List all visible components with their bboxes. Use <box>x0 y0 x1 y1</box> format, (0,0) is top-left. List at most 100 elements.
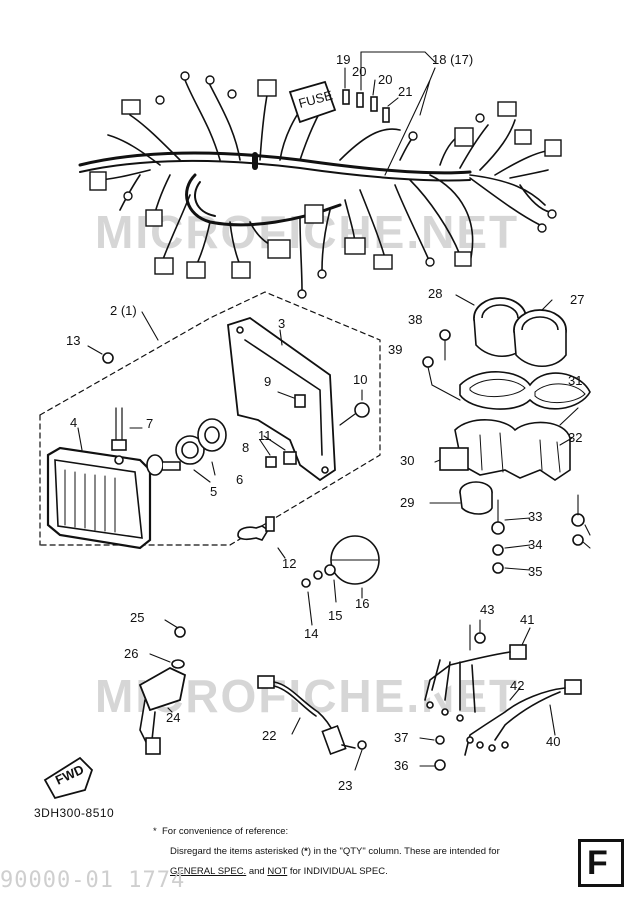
leader-lines-top <box>344 51 436 176</box>
callout-13: 13 <box>66 333 80 348</box>
connector-icon <box>267 239 291 259</box>
fuse-icon <box>342 89 350 105</box>
note-general-spec: GENERAL SPEC. <box>170 866 247 877</box>
connector-icon <box>304 204 324 224</box>
callout-4: 4 <box>70 415 77 430</box>
callout-31: 31 <box>568 373 582 388</box>
callout-15: 15 <box>328 608 342 623</box>
callout-9: 9 <box>264 374 271 389</box>
meter-mount-hardware <box>491 494 591 574</box>
callout-28: 28 <box>428 286 442 301</box>
callout-6: 6 <box>236 472 243 487</box>
callout-37: 37 <box>394 730 408 745</box>
headlight-lens <box>46 446 152 550</box>
callout-30: 30 <box>400 453 414 468</box>
bulb-12 <box>237 516 286 559</box>
callout-34: 34 <box>528 537 542 552</box>
connector-icon <box>257 79 277 97</box>
note-line-2: Disregard the items asterisked (*) in th… <box>170 846 500 857</box>
callout-19: 19 <box>336 52 350 67</box>
socket-7 <box>111 407 143 465</box>
forward-arrow-icon: FWD <box>43 756 94 800</box>
headlight-assembly-frame <box>39 291 381 546</box>
callout-27: 27 <box>570 292 584 307</box>
connector-icon <box>344 237 366 255</box>
callout-16: 16 <box>355 596 369 611</box>
callout-2: 2 (1) <box>110 303 137 318</box>
section-letter-box: F <box>578 839 624 887</box>
grommet-9 <box>277 391 306 408</box>
callout-36: 36 <box>394 758 408 773</box>
callout-39: 39 <box>388 342 402 357</box>
bolt-8-nut-11 <box>259 435 297 468</box>
note-and: and <box>246 866 268 877</box>
note-not: NOT <box>267 866 288 877</box>
note-line-1-text: For convenience of reference: <box>161 826 289 837</box>
connector-icon <box>121 99 141 115</box>
terminal-icon <box>123 191 133 201</box>
callout-12: 12 <box>282 556 296 571</box>
connector-icon <box>154 257 174 275</box>
meter-assembly <box>422 294 591 515</box>
connector-icon <box>497 101 517 117</box>
connector-icon <box>186 261 206 279</box>
callout-38: 38 <box>408 312 422 327</box>
connector-icon <box>454 127 474 147</box>
callout-42: 42 <box>510 678 524 693</box>
headlight-bracket <box>227 317 336 482</box>
fuse-icon <box>370 96 378 112</box>
callout-29: 29 <box>400 495 414 510</box>
note-individual-spec: for INDIVIDUAL SPEC. <box>287 866 388 877</box>
callout-24: 24 <box>166 710 180 725</box>
note-line-2-pre: Disregard the items asterisked ( <box>170 846 305 857</box>
callout-21: 21 <box>398 84 412 99</box>
note-asterisk: * <box>153 826 157 837</box>
callout-25: 25 <box>130 610 144 625</box>
terminal-icon <box>205 75 215 85</box>
callout-18: 18 (17) <box>432 52 473 67</box>
connector-icon <box>514 129 532 145</box>
callout-33: 33 <box>528 509 542 524</box>
callout-20b: 20 <box>378 72 392 87</box>
connector-icon <box>454 251 472 267</box>
connector-icon <box>544 139 562 157</box>
callout-10: 10 <box>353 372 367 387</box>
connector-icon <box>89 171 107 191</box>
terminal-icon <box>408 131 418 141</box>
terminal-icon <box>180 71 190 81</box>
sub-harness <box>424 619 582 756</box>
callout-8: 8 <box>242 440 249 455</box>
callout-14: 14 <box>304 626 318 641</box>
terminal-icon <box>317 269 327 279</box>
relay-24 <box>138 619 187 755</box>
diagram-code: 3DH300-8510 <box>34 806 115 820</box>
terminal-icon <box>227 89 237 99</box>
callout-20a: 20 <box>352 64 366 79</box>
callout-35: 35 <box>528 564 542 579</box>
callout-26: 26 <box>124 646 138 661</box>
callout-43: 43 <box>480 602 494 617</box>
callout-22: 22 <box>262 728 276 743</box>
connector-icon <box>231 261 251 279</box>
note-line-1: * For convenience of reference: <box>153 826 288 837</box>
terminal-icon <box>155 95 165 105</box>
terminal-icon <box>297 289 307 299</box>
terminal-icon <box>475 113 485 123</box>
connector-icon <box>145 209 163 227</box>
note-line-2-star: * <box>304 846 308 857</box>
callout-7: 7 <box>146 416 153 431</box>
note-line-2-post: ) in the "QTY" column. These are intende… <box>307 846 500 857</box>
bulb-holder <box>146 418 227 483</box>
callout-41: 41 <box>520 612 534 627</box>
connector-icon <box>373 254 393 270</box>
harness-connectors <box>89 71 562 299</box>
fuse-box: FUSE <box>288 80 390 124</box>
leader-4 <box>77 427 83 451</box>
fuse-icon <box>356 92 364 108</box>
fuse-icon <box>382 107 390 123</box>
cap-16-washers <box>301 535 380 626</box>
terminal-icon <box>425 257 435 267</box>
screws-36-37 <box>419 735 446 771</box>
switch-22 <box>257 675 367 771</box>
